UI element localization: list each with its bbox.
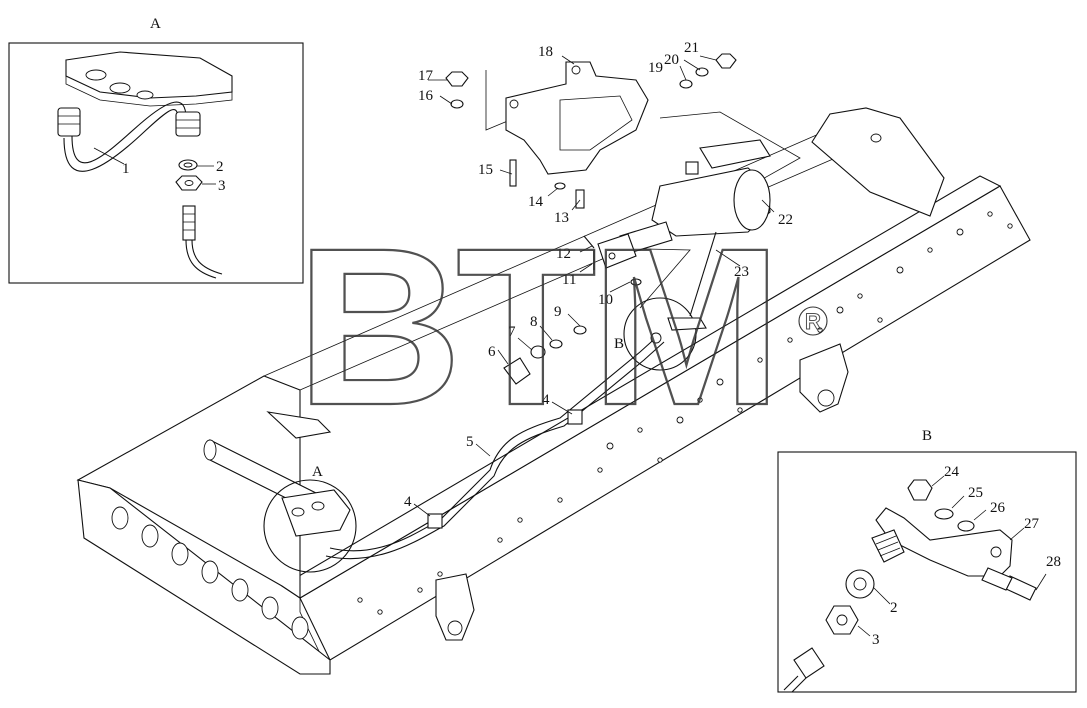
nut-21 (715, 53, 737, 69)
callout-21: 21 (684, 40, 699, 56)
callout-27: 27 (1024, 516, 1040, 532)
callout-4-rear: 4 (404, 494, 412, 510)
inset-b-nut-24 (907, 479, 933, 501)
frame-spring-hanger-front (799, 343, 849, 413)
pipe-clip-rear (427, 513, 443, 529)
callout-9: 9 (554, 304, 562, 320)
callout-16: 16 (418, 88, 434, 104)
inset-b-hose (783, 675, 807, 693)
inset-b-bracket (875, 507, 1013, 577)
callout-6: 6 (488, 344, 496, 360)
frame-bracket-rear (266, 411, 332, 439)
washer-16 (450, 99, 464, 109)
washer-8 (549, 339, 563, 349)
clutch-pipe: A B (263, 297, 707, 573)
callout-13: 13 (554, 210, 569, 226)
inset-a-fitting-left (57, 107, 81, 137)
callout-25: 25 (968, 485, 983, 501)
callout-22: 22 (778, 212, 793, 228)
inset-a-hose (185, 239, 223, 279)
nut-7 (530, 345, 546, 359)
washer-19 (679, 79, 693, 89)
callout-11: 11 (562, 272, 576, 288)
inset-b-washer-26 (957, 520, 975, 532)
callout-19: 19 (648, 60, 663, 76)
registered-mark: R (805, 309, 821, 334)
callout-4-front: 4 (542, 392, 550, 408)
inset-b-hose-end (793, 647, 825, 679)
inset-b: B 24 25 26 27 28 2 3 (777, 428, 1077, 693)
clutch-assembly (445, 53, 801, 385)
bolt-15 (509, 159, 517, 187)
callout-23: 23 (734, 264, 749, 280)
inset-a-title: A (150, 16, 161, 32)
inset-a-pipe (71, 101, 187, 164)
nut-17 (445, 71, 469, 87)
ref-a: A (312, 464, 323, 480)
frame-spring-hanger-rear (435, 573, 475, 641)
callout-15: 15 (478, 162, 493, 178)
callout-b-2: 2 (890, 600, 898, 616)
bolt-13 (575, 189, 585, 209)
elbow-fitting-6 (503, 357, 531, 385)
callout-14: 14 (528, 194, 544, 210)
registered-mark-ring (798, 306, 828, 336)
servo-pipe (689, 231, 717, 317)
pipe-5 (329, 333, 661, 552)
callout-b-3: 3 (872, 632, 880, 648)
servo-bracket (505, 61, 649, 175)
clevis-fork (597, 233, 637, 269)
callout-5: 5 (466, 434, 474, 450)
inset-b-frame (777, 451, 1077, 693)
inset-a-union (175, 111, 201, 137)
callout-18: 18 (538, 44, 553, 60)
truck-frame (76, 107, 1031, 675)
callout-12: 12 (556, 246, 571, 262)
callout-8: 8 (530, 314, 538, 330)
washer-14 (554, 182, 566, 190)
inset-a-frame (8, 42, 304, 284)
callout-24: 24 (944, 464, 960, 480)
ref-b: B (614, 336, 624, 352)
callout-10: 10 (598, 292, 613, 308)
inset-b-title: B (922, 428, 932, 444)
watermark: BTM R (295, 201, 828, 453)
callout-a-2: 2 (216, 159, 224, 175)
inset-a: A 1 2 3 (8, 16, 304, 284)
callout-17: 17 (418, 68, 434, 84)
callout-28: 28 (1046, 554, 1061, 570)
callout-a-3: 3 (218, 178, 226, 194)
frame-front-crossmember (811, 107, 945, 217)
callout-20: 20 (664, 52, 679, 68)
detail-circle-b (623, 297, 697, 371)
callout-1: 1 (122, 161, 130, 177)
inset-a-hose-fitting (182, 205, 196, 241)
watermark-text: BTM (296, 202, 776, 452)
frame-rail-holes (357, 211, 1013, 615)
washer-20 (695, 67, 709, 77)
callout-26: 26 (990, 500, 1006, 516)
callout-7: 7 (508, 324, 516, 340)
inset-a-bracket (65, 51, 233, 99)
main-callouts: 4 4 5 6 7 8 9 10 11 12 13 14 15 16 17 18… (404, 40, 793, 517)
inset-b-washer-25 (934, 508, 954, 520)
detail-circle-a (263, 479, 357, 573)
